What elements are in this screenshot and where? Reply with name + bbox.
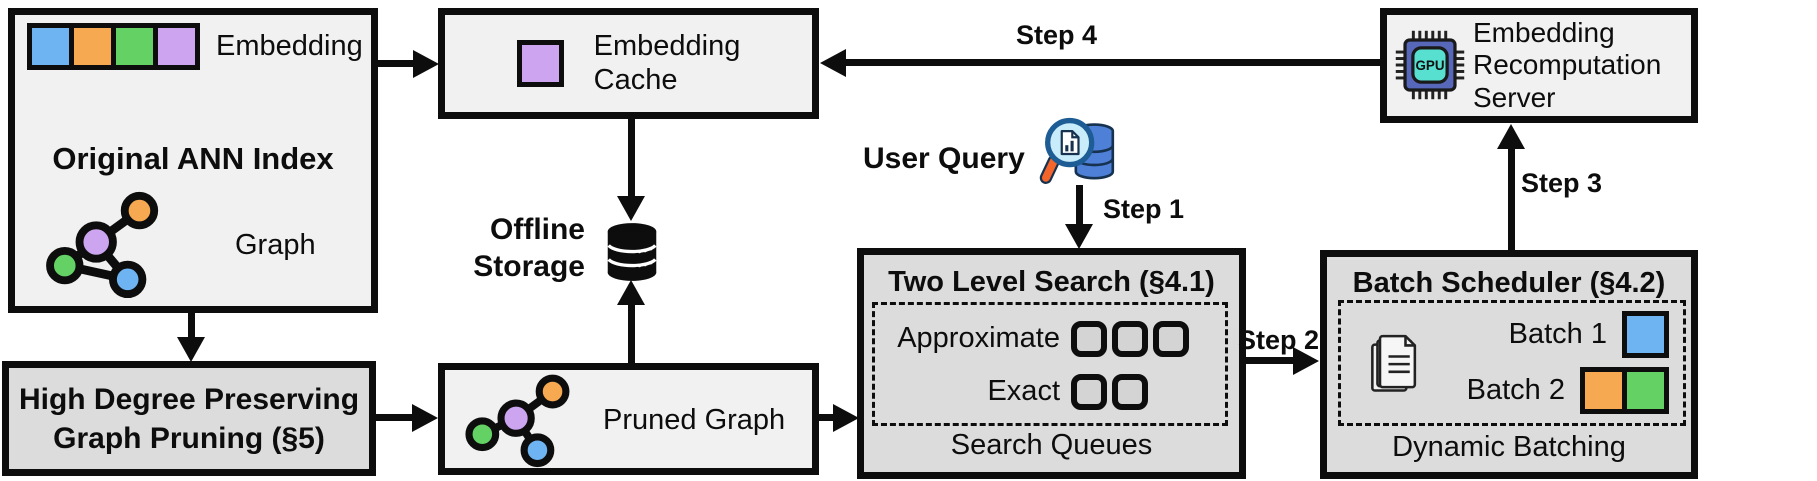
database-icon xyxy=(607,223,657,281)
color-swatch xyxy=(32,28,69,65)
user-query-label: User Query xyxy=(863,142,1025,175)
arrow-head xyxy=(820,49,846,77)
search-queues-panel: Approximate Exact xyxy=(872,302,1228,426)
cache-label-line2: Cache xyxy=(593,63,678,96)
arrow-line xyxy=(376,414,416,421)
original-index-title: Original ANN Index xyxy=(52,141,334,176)
approximate-queue-row: Approximate xyxy=(875,312,1225,365)
approximate-queue-slots xyxy=(1071,320,1189,357)
arrow-head xyxy=(177,337,205,362)
queue-slot xyxy=(1112,373,1148,410)
gpu-chip-icon: GPU xyxy=(1395,30,1465,100)
offline-storage-label: Offline Storage xyxy=(450,212,585,285)
embedding-cache-box: Embedding Cache xyxy=(438,8,819,119)
step1-label: Step 1 xyxy=(1103,194,1185,224)
approximate-label: Approximate xyxy=(897,322,1060,354)
offline-storage-line2: Storage xyxy=(473,249,585,283)
color-swatch xyxy=(1627,372,1664,409)
queue-slot xyxy=(1071,373,1107,410)
query-magnifier-database-icon xyxy=(1039,117,1115,184)
pruning-label-line2: Graph Pruning (§5) xyxy=(53,421,325,455)
step2-label: Step 2 xyxy=(1238,325,1320,355)
two-level-search-title: Two Level Search (§4.1) xyxy=(888,266,1215,298)
embedding-label: Embedding xyxy=(216,30,363,62)
color-swatch xyxy=(1627,316,1664,353)
queue-slot xyxy=(1071,320,1107,357)
cache-label-line1: Embedding xyxy=(593,30,741,63)
original-ann-index-box: Embedding Original ANN Index Graph xyxy=(8,8,378,313)
exact-queue-row: Exact xyxy=(875,365,1225,418)
arrow-head xyxy=(1293,347,1319,375)
arrow-head xyxy=(412,404,438,432)
pruning-label-line1: High Degree Preserving xyxy=(18,382,360,416)
arrow-head xyxy=(1065,224,1093,249)
offline-storage-line1: Offline xyxy=(490,213,585,246)
batch-scheduler-box: Batch Scheduler (§4.2) Batch 1 Batch 2 D… xyxy=(1320,250,1698,479)
embedding-row: Embedding xyxy=(27,23,363,70)
two-level-search-box: Two Level Search (§4.1) Approximate Exac… xyxy=(857,248,1246,479)
pruned-graph-box: Pruned Graph xyxy=(438,363,819,475)
arrow-head xyxy=(617,196,645,221)
arrow-head xyxy=(617,280,645,305)
pruned-graph-label: Pruned Graph xyxy=(603,404,786,436)
batch1-squares xyxy=(1622,311,1669,358)
cached-embedding-square-icon xyxy=(516,40,564,87)
exact-label: Exact xyxy=(987,375,1060,407)
arrow-line xyxy=(1246,357,1298,364)
color-swatch xyxy=(158,28,195,65)
graph-icon xyxy=(46,191,159,299)
color-swatch xyxy=(1585,372,1622,409)
recomputation-server-box: GPU Embedding Recomputation Server xyxy=(1380,8,1698,123)
exact-queue-slots xyxy=(1071,373,1148,410)
graph-label: Graph xyxy=(235,229,316,261)
dynamic-batching-panel: Batch 1 Batch 2 xyxy=(1338,300,1686,426)
color-swatch xyxy=(116,28,153,65)
arrow-line xyxy=(819,414,837,421)
gpu-chip-label: GPU xyxy=(1415,58,1444,73)
step3-label: Step 3 xyxy=(1521,168,1603,198)
batch2-row: Batch 2 xyxy=(1467,367,1669,414)
arrow-head xyxy=(833,404,859,432)
queue-slot xyxy=(1112,320,1148,357)
arrow-line xyxy=(1076,185,1083,227)
batch-scheduler-title: Batch Scheduler (§4.2) xyxy=(1352,267,1666,299)
step4-label: Step 4 xyxy=(1016,20,1098,50)
arrow-line xyxy=(188,313,195,341)
dynamic-batching-caption: Dynamic Batching xyxy=(1392,431,1626,463)
arrow-line xyxy=(1508,146,1515,250)
search-queues-caption: Search Queues xyxy=(950,429,1153,461)
arrow-line xyxy=(628,119,635,199)
arrow-line xyxy=(844,59,1380,66)
graph-pruning-box: High Degree Preserving Graph Pruning (§5… xyxy=(2,361,376,476)
server-label-line2: Recomputation xyxy=(1473,49,1662,81)
batch2-squares xyxy=(1580,367,1669,414)
queue-slot xyxy=(1153,320,1189,357)
pruned-graph-icon xyxy=(465,374,570,468)
recomputation-server-label: Embedding Recomputation Server xyxy=(1473,17,1661,114)
batch2-label: Batch 2 xyxy=(1466,374,1565,406)
server-label-line3: Server xyxy=(1473,81,1556,113)
arrow-line xyxy=(628,302,635,363)
arrow-line xyxy=(378,60,418,67)
embedding-strip-icon xyxy=(27,23,200,70)
documents-icon xyxy=(1371,334,1417,392)
color-swatch xyxy=(74,28,111,65)
batch1-row: Batch 1 xyxy=(1509,311,1669,358)
batch1-label: Batch 1 xyxy=(1508,318,1607,350)
arrow-head xyxy=(413,50,439,78)
arrow-head xyxy=(1497,124,1525,149)
server-label-line1: Embedding xyxy=(1473,17,1615,48)
color-swatch xyxy=(521,45,559,82)
